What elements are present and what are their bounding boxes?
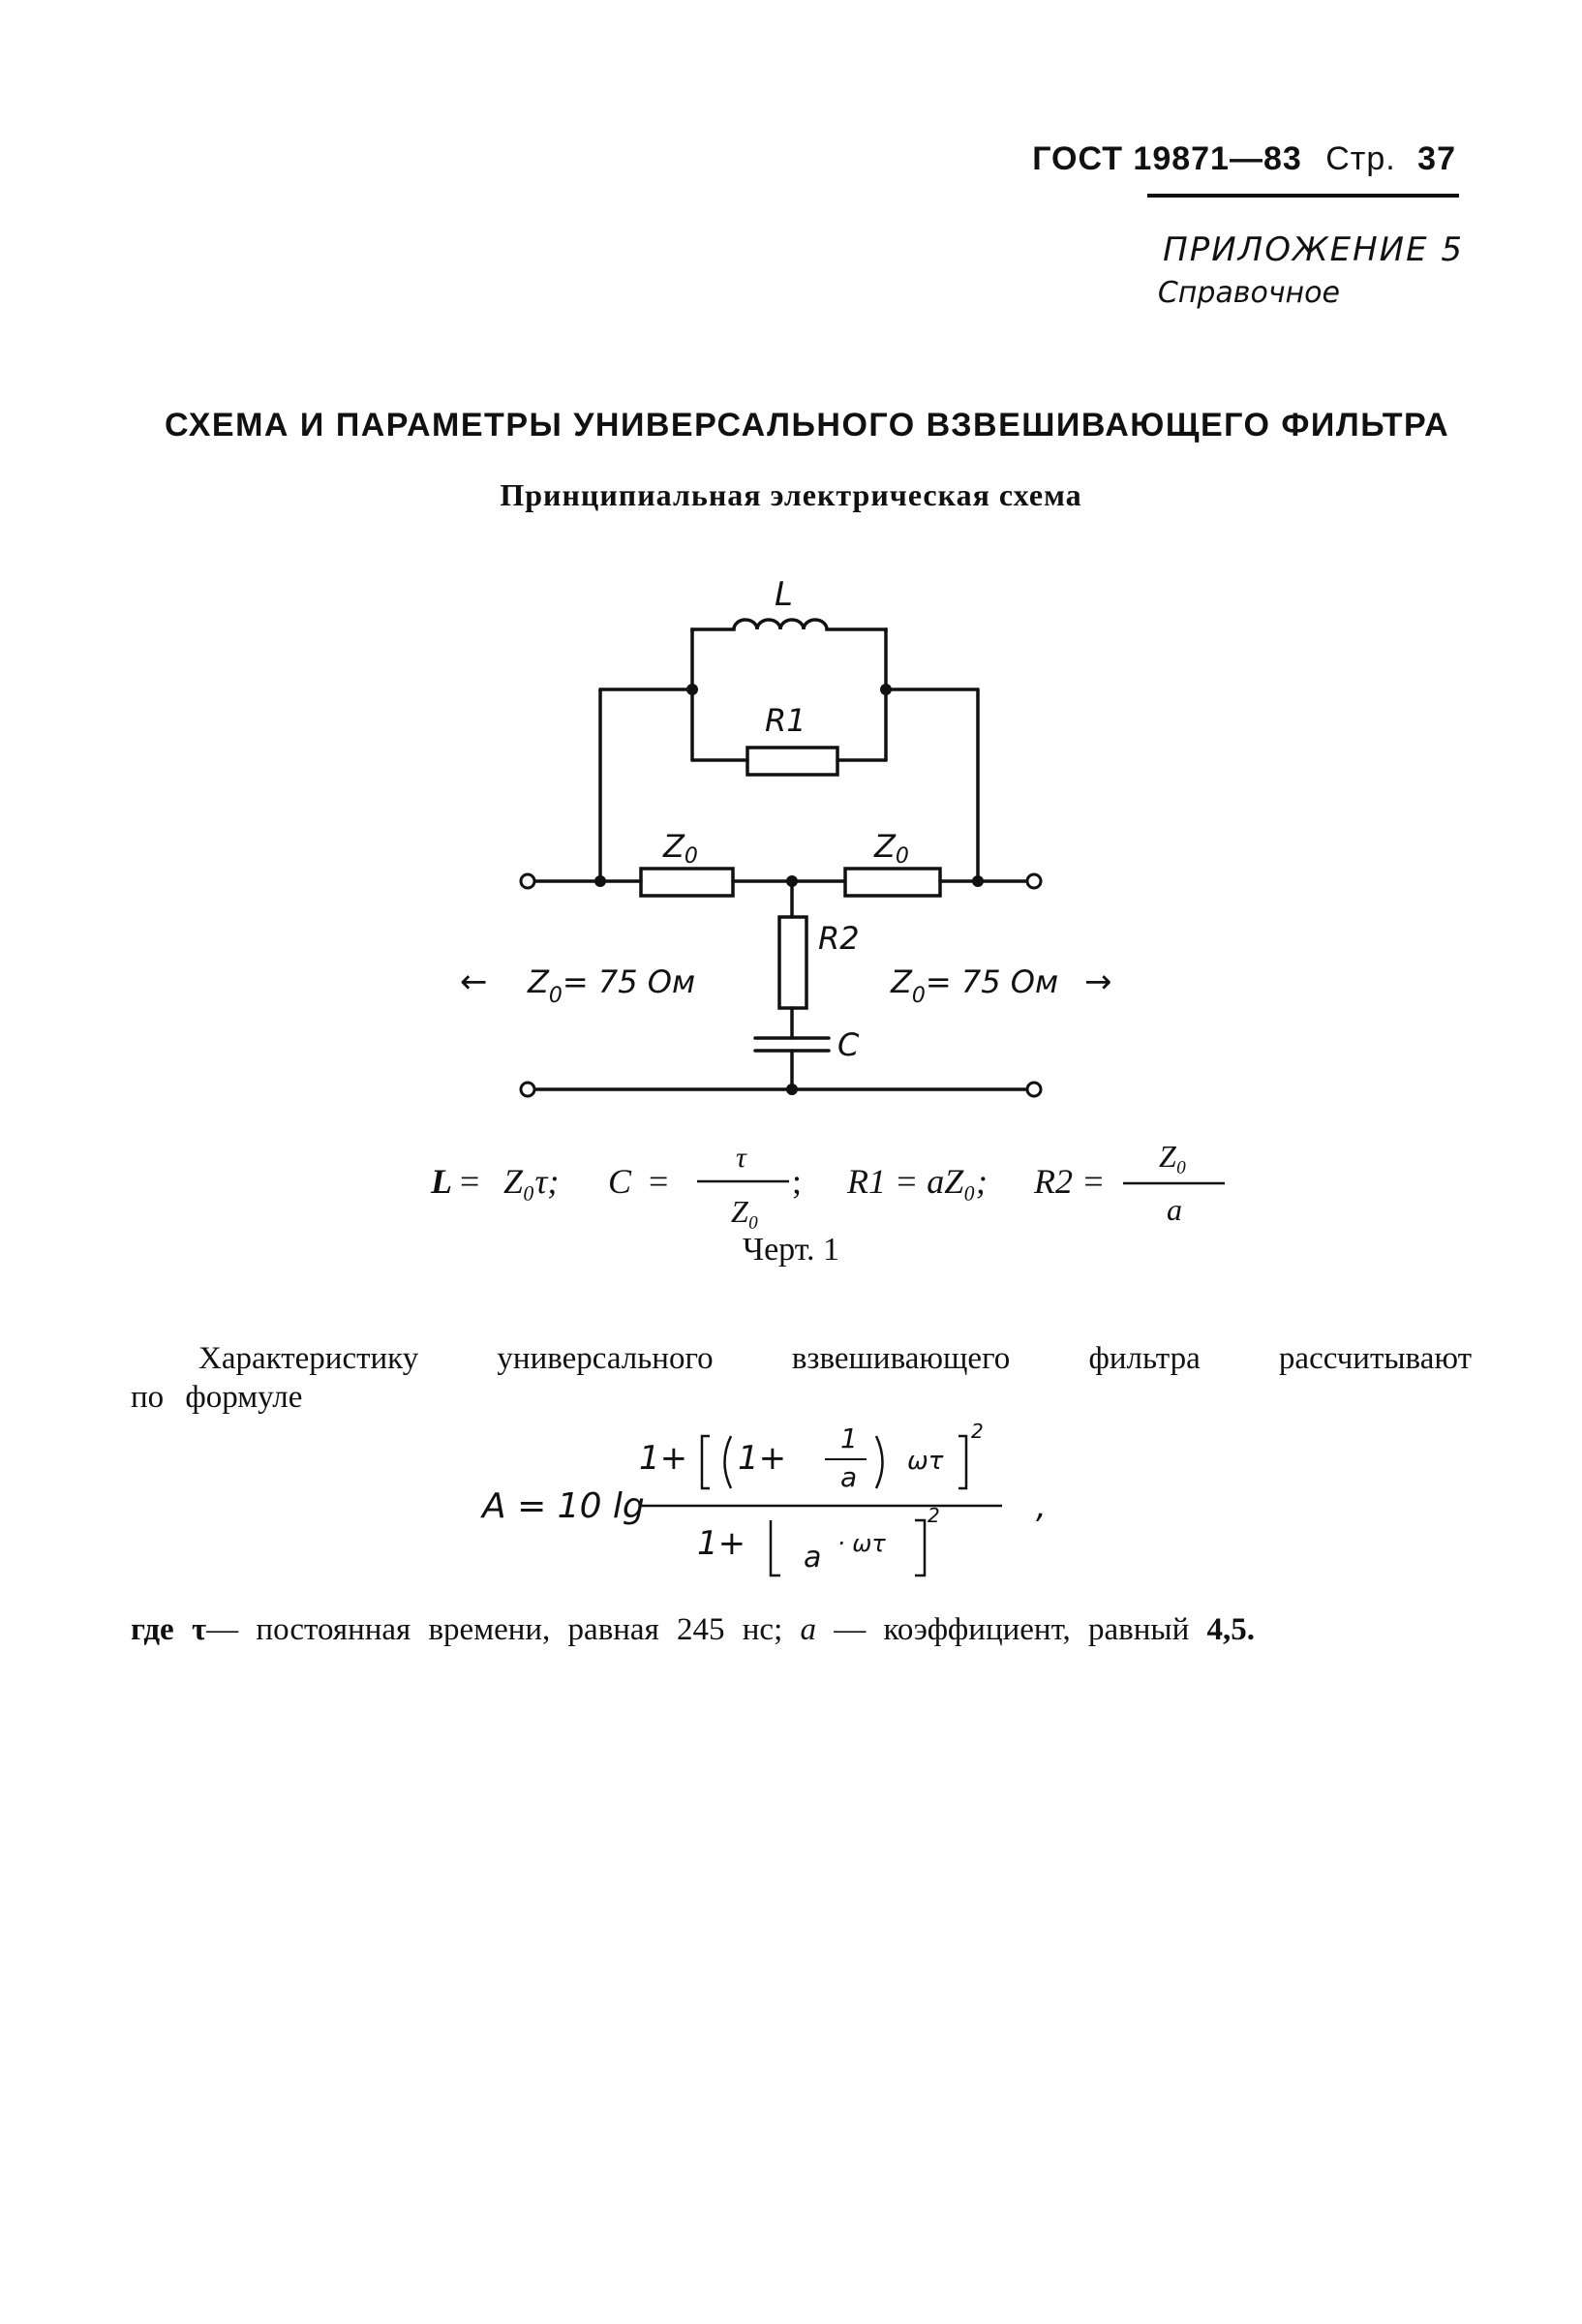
formula-num-inner: 1+: [738, 1439, 786, 1478]
document-title: СХЕМА И ПАРАМЕТРЫ УНИВЕРСАЛЬНОГО ВЗВЕШИВ…: [165, 407, 1450, 443]
terminal-top-right: [1025, 872, 1043, 890]
main-formula: A = 10 lg 1+ 1+ 1 a ωτ 2 1+ a · ωτ 2 ,: [480, 1420, 1047, 1577]
formula-den-omega-tau: · ωτ: [837, 1530, 886, 1557]
section-subtitle: Принципиальная электрическая схема: [500, 477, 1082, 512]
formula-R2-num: Z₀: [1159, 1139, 1187, 1174]
formula-C-den: Z₀: [731, 1194, 759, 1229]
left-arrow: ←: [460, 963, 488, 1001]
circuit-diagram: L R1 Z0 Z0 R2 C ← Z0= 75 Ом Z0= 75 Ом → …: [430, 575, 1225, 1229]
body-paragraph: Характеристику универсального взвешивающ…: [131, 1339, 1472, 1417]
r2-symbol: [777, 915, 808, 1010]
inductor-label: L: [775, 575, 793, 614]
z0-right-symbol: [843, 867, 942, 898]
parameter-formulas: L = Z₀τ; C = τ Z₀ ; R1 = aZ₀; R2 = Z₀ a: [430, 1139, 1225, 1229]
paragraph-line-1: Характеристику универсального взвешивающ…: [198, 1341, 1472, 1376]
page-label: Стр.: [1325, 140, 1396, 177]
formula-frac-den: a: [840, 1461, 857, 1493]
right-impedance-label: Z0= 75 Ом: [890, 963, 1058, 1008]
z0-left-label: Z0: [662, 828, 698, 869]
formula-lhs: A = 10 lg: [480, 1486, 645, 1526]
svg-text:=: =: [460, 1162, 479, 1201]
header-rule: [1147, 194, 1459, 198]
formula-omega-tau: ωτ: [907, 1447, 944, 1476]
z0-left-symbol: [639, 867, 735, 898]
terminal-top-left: [519, 872, 536, 890]
a-value: 4,5.: [1206, 1612, 1256, 1647]
formula-L-lhs: L: [430, 1162, 452, 1201]
appendix-title: ПРИЛОЖЕНИЕ 5: [1163, 230, 1464, 269]
svg-text:;: ;: [792, 1162, 802, 1201]
formula-R2-den: a: [1167, 1192, 1182, 1227]
formula-R1: R1 = aZ₀;: [846, 1162, 988, 1201]
terminal-bottom-left: [519, 1081, 536, 1098]
r1-label: R1: [765, 702, 806, 739]
formula-den-a: a: [804, 1541, 821, 1575]
a-description: — коэффициент, равный: [834, 1612, 1190, 1647]
formula-num-prefix: 1+: [639, 1439, 687, 1478]
tau-description: — постоянная времени, равная 245 нс;: [206, 1612, 783, 1647]
inductor-symbol: [690, 618, 888, 633]
formula-C-num: τ: [736, 1142, 747, 1174]
formula-den-prefix: 1+: [697, 1524, 745, 1563]
terminal-bottom-right: [1025, 1081, 1043, 1098]
variable-definitions: где τ— постоянная времени, равная 245 нс…: [131, 1612, 1472, 1648]
formula-L-rhs: Z₀τ;: [503, 1162, 559, 1201]
standard-number: ГОСТ 19871—83: [1032, 140, 1302, 177]
svg-text:=: =: [649, 1162, 668, 1201]
tau-symbol: τ: [191, 1612, 207, 1647]
a-symbol: a: [800, 1612, 817, 1647]
where-prefix: где: [131, 1612, 174, 1647]
formula-C-lhs: C: [608, 1162, 632, 1201]
formula-num-power: 2: [971, 1420, 984, 1443]
page-header: ГОСТ 19871—83 Стр. 37: [1032, 140, 1456, 178]
figure-caption: Черт. 1: [742, 1232, 840, 1268]
z0-right-label: Z0: [873, 828, 909, 869]
r2-label: R2: [818, 920, 860, 957]
r1-symbol: [745, 746, 839, 777]
paragraph-line-2: по формуле: [131, 1380, 303, 1415]
formula-R2-lhs: R2 =: [1033, 1162, 1105, 1201]
left-impedance-label: Z0= 75 Ом: [527, 963, 695, 1008]
formula-den-power: 2: [928, 1504, 940, 1527]
formula-frac-num: 1: [840, 1422, 858, 1454]
capacitor-label: C: [837, 1026, 860, 1063]
appendix-type: Справочное: [1157, 276, 1340, 310]
right-arrow: →: [1084, 963, 1112, 1001]
page-number: 37: [1417, 140, 1456, 177]
formula-comma: ,: [1036, 1487, 1047, 1526]
